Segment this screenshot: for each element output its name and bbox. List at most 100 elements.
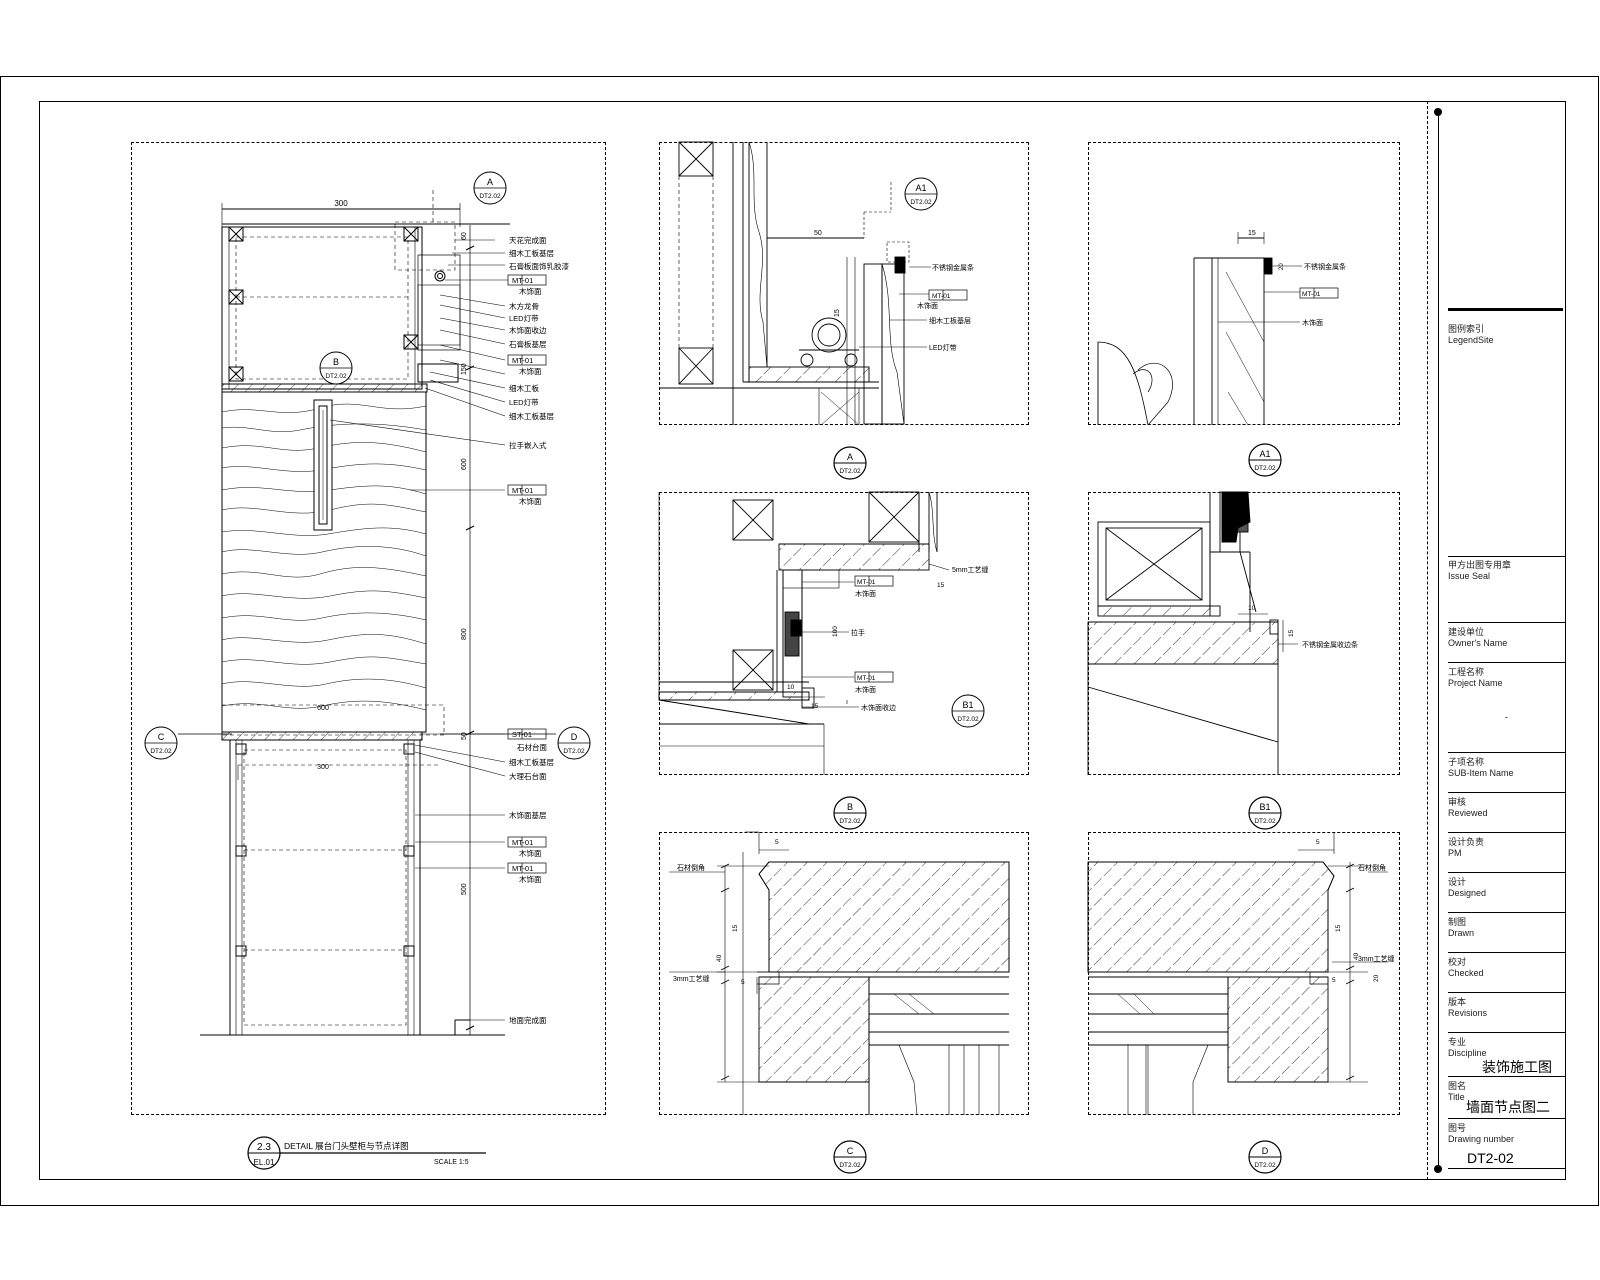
note-24: 木饰面	[519, 848, 542, 858]
sheet-inner-border	[39, 101, 1566, 1180]
revisions-label-en: Revisions	[1448, 1008, 1488, 1018]
note-3: 石膏板面饰乳胶漆	[509, 261, 569, 271]
callout-ref: DT2.02	[839, 1162, 861, 1169]
detail-b-note-3: 木饰面	[855, 589, 876, 598]
main-elevation-panel	[131, 142, 606, 1115]
revisions-label: 版本 Revisions	[1448, 997, 1487, 1019]
callout-ref: DT2.02	[1254, 818, 1276, 825]
detail-a1-note-2: MT-01	[1302, 291, 1321, 298]
dim-mid: 600	[317, 705, 329, 712]
detail-d-dim-5: 20	[1373, 974, 1380, 982]
detail-c-dim-1: 5	[775, 839, 779, 846]
detail-d-dim-2: 15	[1335, 924, 1342, 932]
note-4: MT-01	[512, 276, 533, 285]
detail-b-note-6: 木饰面	[855, 685, 876, 694]
tb-line-sub	[1448, 752, 1565, 753]
callout-ref: DT2.02	[839, 818, 861, 825]
title-label-cn: 图名	[1448, 1081, 1467, 1091]
drawing-number-label: 图号 Drawing number	[1448, 1123, 1514, 1145]
detail-c-note-1: 石材倒角	[677, 863, 705, 872]
detail-d-panel	[1088, 832, 1400, 1115]
number-label-cn: 图号	[1448, 1123, 1467, 1133]
tb-line-discipline	[1448, 1032, 1565, 1033]
callout-letter: B1	[1259, 802, 1270, 812]
callout-letter: A	[847, 452, 853, 462]
note-16: MT-01	[512, 486, 533, 495]
callout-ref: DT2.02	[957, 716, 979, 723]
note-13: LED灯带	[509, 397, 539, 407]
callout-d-main[interactable]: D DT2.02	[556, 725, 592, 761]
callout-ref: DT2.02	[150, 748, 172, 755]
detail-d-dim-4: 5	[1332, 977, 1336, 984]
detail-a-note-2: MT-01	[932, 293, 951, 300]
detail-a1-note-1: 不锈钢金属条	[1304, 262, 1346, 271]
tb-line-revisions	[1448, 992, 1565, 993]
detail-b1-dim-2: 15	[1288, 629, 1295, 637]
detail-callout-a[interactable]: A DT2.02	[832, 445, 868, 481]
detail-d-dim-1: 5	[1316, 839, 1320, 846]
note-15: 拉手嵌入式	[509, 440, 547, 450]
note-11: 木饰面	[519, 366, 542, 376]
legend-label: 图例索引 LegendSite	[1448, 324, 1494, 346]
dim-right-1: 60	[461, 232, 468, 240]
detail-b-dim-2: 10	[787, 684, 795, 691]
detail-a1-panel	[1088, 142, 1400, 425]
callout-ref: DT2.02	[839, 468, 861, 475]
detail-a-drawing: 50 15 不锈钢金属条 MT-01 木饰面 细木工板基层 LED灯带	[659, 141, 974, 426]
sub-label-en: SUB-Item Name	[1448, 768, 1514, 778]
callout-letter: A	[487, 177, 493, 187]
checked-label-cn: 校对	[1448, 957, 1467, 967]
project-label-cn: 工程名称	[1448, 667, 1485, 677]
callout-a1-in-detail-a[interactable]: A1 DT2.02	[903, 176, 939, 212]
note-25: MT-01	[512, 864, 533, 873]
title-block-rule	[1438, 112, 1439, 1169]
title-value: 墙面节点图二	[1466, 1099, 1550, 1115]
detail-a1-dim-1: 15	[1248, 230, 1256, 237]
tb-line-title	[1448, 1076, 1565, 1077]
tb-line-number	[1448, 1118, 1565, 1119]
owner-label-en: Owner's Name	[1448, 638, 1508, 648]
tb-line-pm	[1448, 832, 1565, 833]
note-19: 石材台面	[517, 742, 547, 752]
note-20: 细木工板基层	[509, 757, 554, 767]
caption-scale: SCALE 1:5	[434, 1159, 469, 1166]
note-2: 细木工板基层	[509, 248, 554, 258]
detail-b-note-5: MT-01	[857, 675, 876, 682]
note-27: 地面完成面	[509, 1015, 547, 1025]
note-23: MT-01	[512, 838, 533, 847]
project-label: 工程名称 Project Name	[1448, 667, 1503, 689]
dim-right-2: 150	[461, 363, 468, 375]
callout-b1-in-detail-b[interactable]: B1 DT2.02	[950, 693, 986, 729]
detail-b1-drawing: 10 15 不锈钢金属收边条	[1087, 491, 1358, 775]
title-label-en: Title	[1448, 1092, 1465, 1102]
detail-c-dim-4: 5	[741, 979, 745, 986]
dim-right-5: 50	[461, 732, 468, 740]
tb-line-bottom	[1448, 1168, 1565, 1169]
reviewed-label-cn: 审核	[1448, 797, 1467, 807]
issue-seal-label: 甲方出图专用章 Issue Seal	[1448, 560, 1511, 582]
detail-b-note-2: MT-01	[857, 579, 876, 586]
number-label-en: Drawing number	[1448, 1134, 1515, 1144]
callout-b-main[interactable]: B DT2.02	[318, 350, 354, 386]
note-9: 石膏板基层	[509, 339, 547, 349]
designed-label-en: Designed	[1448, 888, 1487, 898]
callout-letter: D	[1262, 1146, 1269, 1156]
callout-ref: DT2.02	[1254, 465, 1276, 472]
legend-label-cn: 图例索引	[1448, 324, 1485, 334]
callout-c-main[interactable]: C DT2.02	[143, 725, 179, 761]
detail-a1-drawing: 15 20 不锈钢金属条 MT-01 木饰面	[1097, 230, 1346, 426]
issue-label-en: Issue Seal	[1448, 571, 1491, 581]
drawing-number-value: DT2-02	[1467, 1150, 1514, 1166]
note-26: 木饰面	[519, 874, 542, 884]
legend-bar	[1448, 308, 1563, 311]
callout-a-main[interactable]: A DT2.02	[472, 170, 508, 206]
detail-d-note-1: 石材倒角	[1358, 863, 1386, 872]
revisions-label-cn: 版本	[1448, 997, 1467, 1007]
callout-ref: DT2.02	[563, 748, 585, 755]
